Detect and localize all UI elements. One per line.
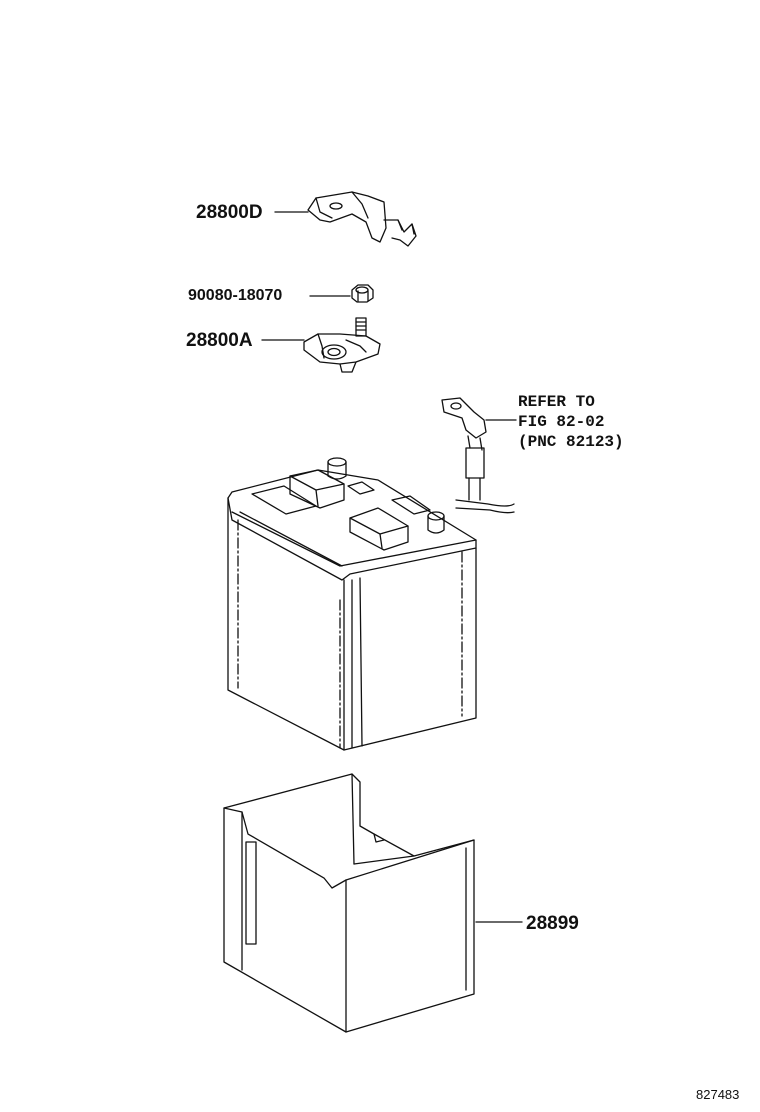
- battery-cable-end: [441, 397, 515, 514]
- reference-line-1: REFER TO: [518, 393, 595, 411]
- reference-line-2[interactable]: FIG 82-02: [518, 413, 605, 431]
- nut-part: [351, 284, 374, 303]
- part-label-battery-tray[interactable]: 28899: [526, 913, 579, 934]
- battery-tray-part: [223, 773, 475, 1033]
- part-label-terminal-cover[interactable]: 28800D: [196, 202, 263, 223]
- reference-line-3: (PNC 82123): [518, 433, 624, 451]
- part-label-nut[interactable]: 90080-18070: [188, 287, 283, 304]
- battery-body: [227, 457, 477, 751]
- illustration-id: 827483: [696, 1087, 740, 1102]
- terminal-cover-part: [307, 191, 417, 247]
- reference-note: REFER TO FIG 82-02 (PNC 82123): [518, 392, 624, 452]
- terminal-clamp-part: [303, 317, 381, 373]
- part-label-terminal-clamp[interactable]: 28800A: [186, 330, 253, 351]
